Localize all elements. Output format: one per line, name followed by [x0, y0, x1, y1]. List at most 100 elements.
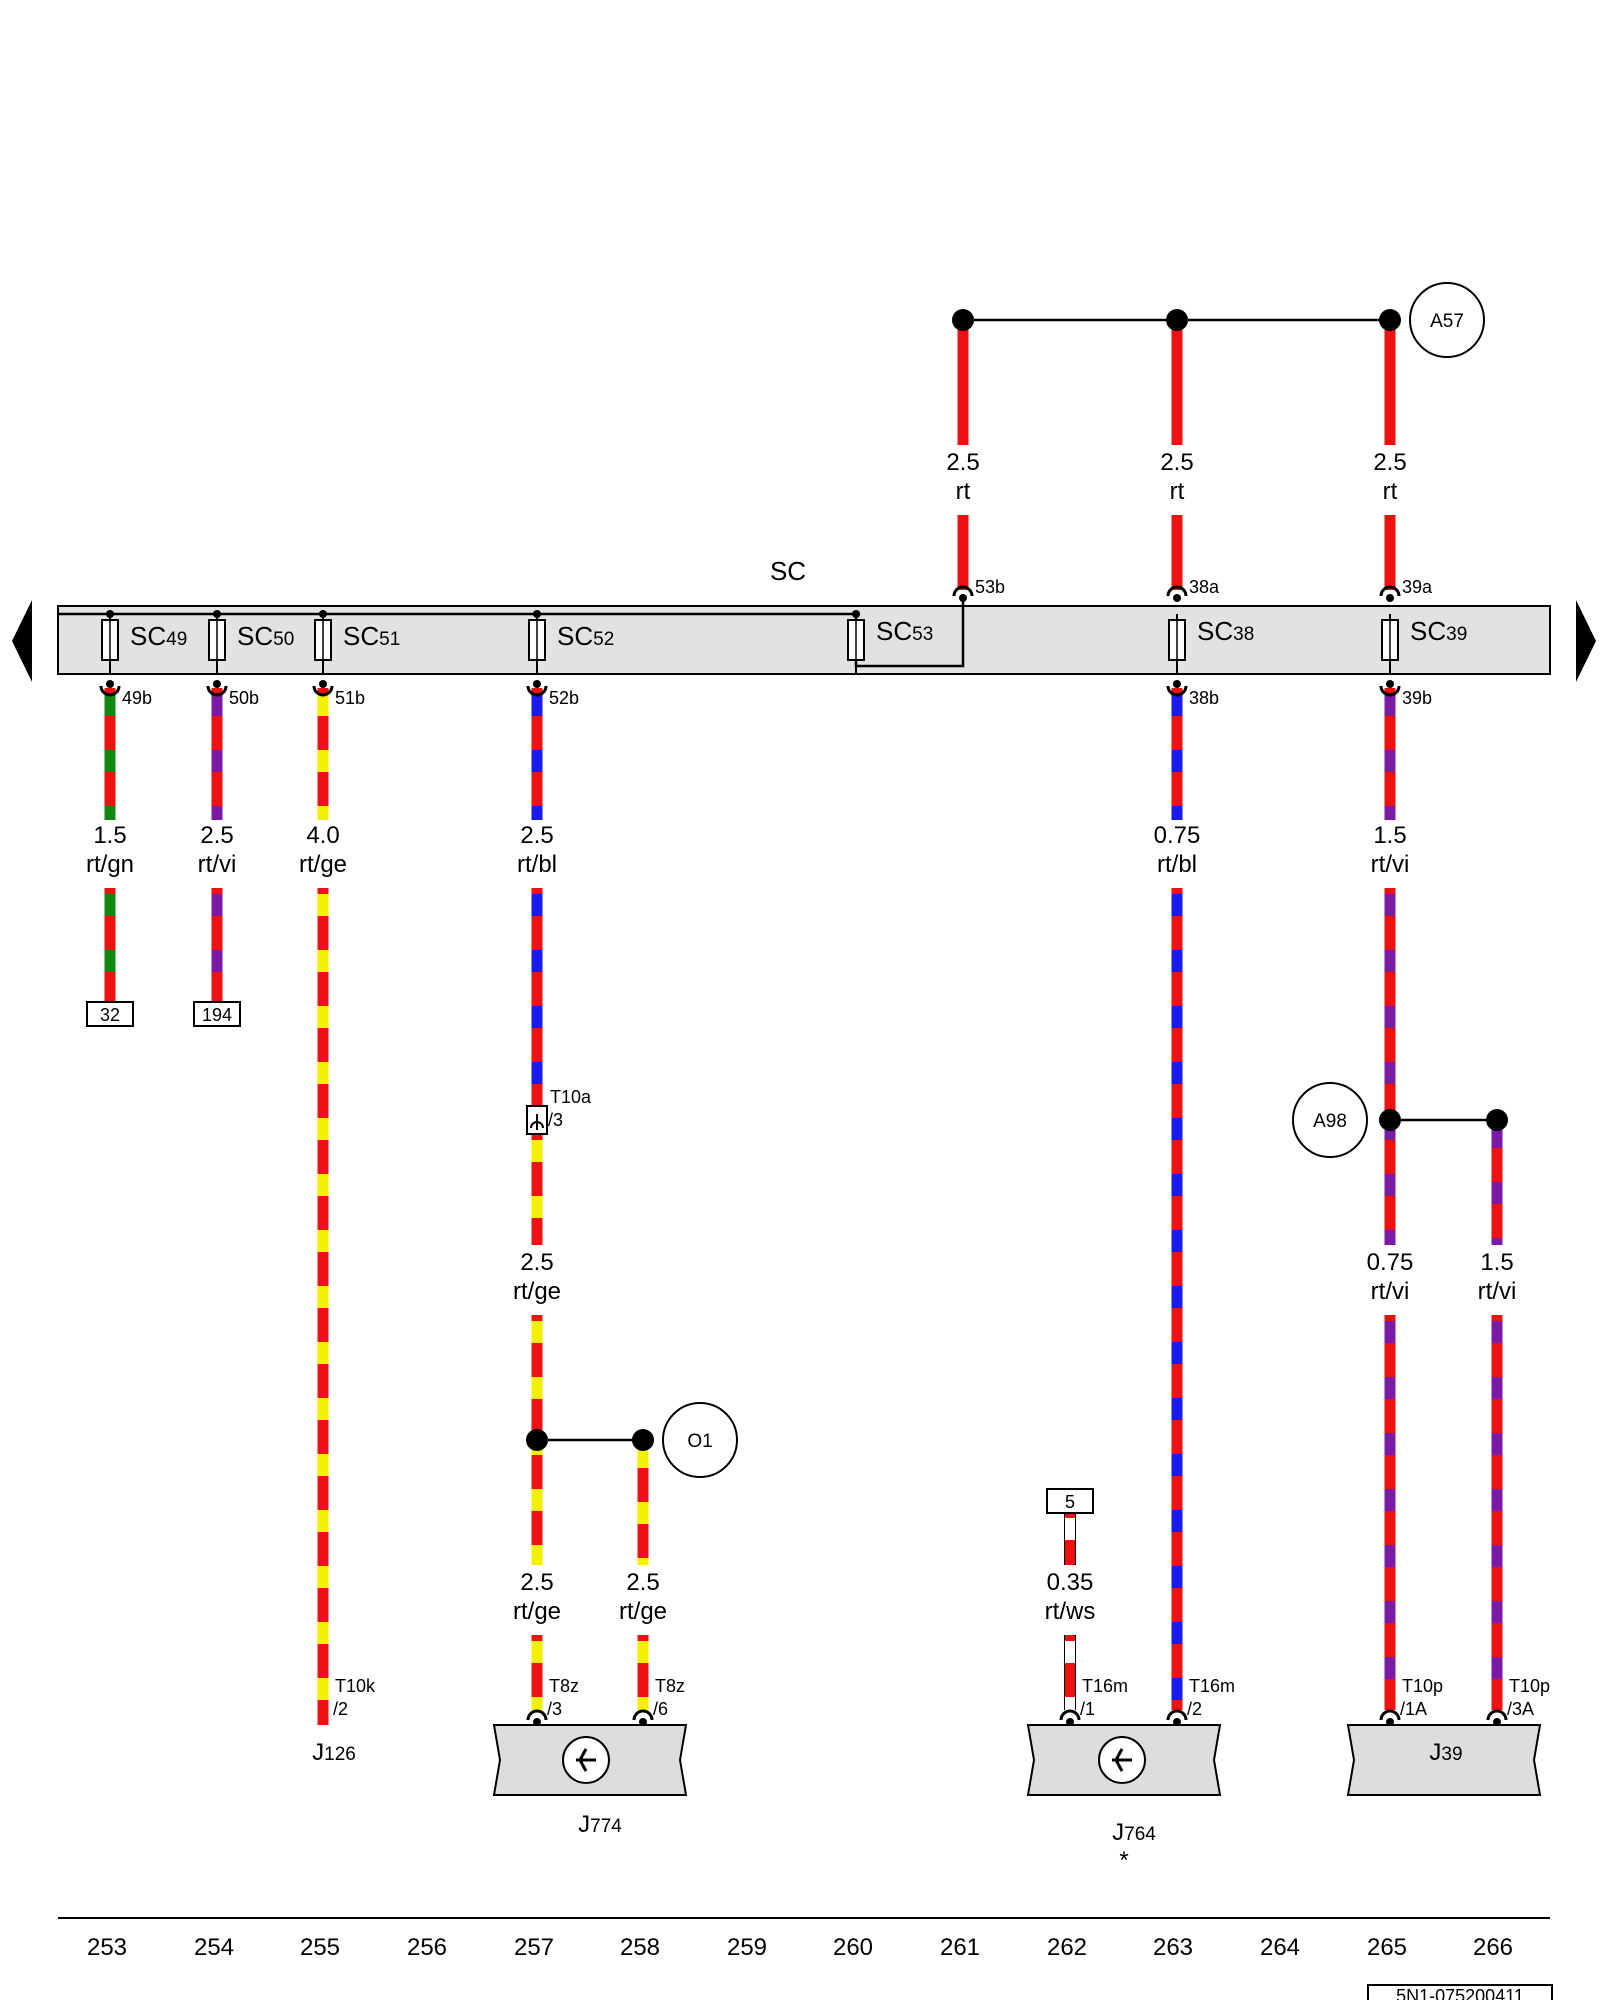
splice-o1-label: O1	[687, 1431, 712, 1452]
fuse-label-sc50: SC50	[237, 621, 294, 651]
label-w38-color: rt/bl	[1157, 851, 1197, 878]
label-w38top-color: rt	[1170, 478, 1185, 505]
conn-t10p-1a-pin: /1A	[1400, 1699, 1427, 1719]
terminal-51b-arc	[312, 685, 334, 697]
component-terminal-5-arc	[1486, 1709, 1508, 1721]
terminal-38a-pin	[1173, 594, 1181, 602]
fuse-label-sc51: SC51	[343, 621, 400, 651]
conn-t10k-pin: /2	[333, 1699, 348, 1719]
terminal-label-49b: 49b	[122, 688, 152, 708]
component-j764-ground-icon-v	[1114, 1748, 1124, 1772]
terminal-39a-arc	[1379, 585, 1401, 597]
label-w53top-size: 2.5	[946, 449, 979, 476]
terminal-39b-arc	[1379, 685, 1401, 697]
column-number-264: 264	[1260, 1934, 1300, 1961]
terminal-53b-arc	[952, 585, 974, 597]
fuse-label-sc38: SC38	[1197, 616, 1254, 646]
label-w50-color: rt/vi	[198, 851, 237, 878]
overlay	[86, 282, 1553, 2000]
doc-number-box	[1367, 1984, 1553, 2000]
label-w39-color: rt/vi	[1371, 851, 1410, 878]
label-w257-color: rt/ge	[513, 1598, 561, 1625]
bus-tap-53	[852, 610, 860, 618]
label-w51-size: 4.0	[306, 822, 339, 849]
conn-t10k-name: T10k	[335, 1676, 376, 1696]
ref-32-box	[86, 1001, 134, 1027]
splice-dot-a98-2	[1486, 1109, 1508, 1131]
column-number-266: 266	[1473, 1934, 1513, 1961]
conn-t10a-pin: /3	[548, 1110, 563, 1130]
column-number-258: 258	[620, 1934, 660, 1961]
terminal-label-52b: 52b	[549, 688, 579, 708]
rail-label: SC	[770, 556, 806, 586]
conn-t16m-1-name: T16m	[1082, 1676, 1128, 1696]
bus-tap-3	[533, 610, 541, 618]
terminal-label-39a: 39a	[1402, 577, 1433, 597]
splice-a57-label: A57	[1430, 311, 1464, 332]
column-number-256: 256	[407, 1934, 447, 1961]
label-w258-color: rt/ge	[619, 1598, 667, 1625]
conn-t16m-2-name: T16m	[1189, 1676, 1235, 1696]
terminal-53b-pin	[959, 594, 967, 602]
terminal-52b-arc	[526, 685, 548, 697]
column-number-262: 262	[1047, 1934, 1087, 1961]
terminal-39b-pin	[1386, 680, 1394, 688]
label-w51-color: rt/ge	[299, 851, 347, 878]
label-w49-color: rt/gn	[86, 851, 134, 878]
page-next-arrow-icon[interactable]	[1576, 600, 1596, 682]
wires	[104, 320, 1503, 1725]
terminal-label-39b: 39b	[1402, 688, 1432, 708]
component-j774-ground-icon-v	[578, 1748, 588, 1772]
component-terminal-2-arc	[1059, 1709, 1081, 1721]
label-w38top-size: 2.5	[1160, 449, 1193, 476]
terminal-label-51b: 51b	[335, 688, 365, 708]
ref-194-box	[193, 1001, 241, 1027]
label-w39-size: 1.5	[1373, 822, 1406, 849]
conn-t10p-1a-name: T10p	[1402, 1676, 1443, 1696]
label-w258-size: 2.5	[626, 1569, 659, 1596]
column-number-253: 253	[87, 1934, 127, 1961]
component-j774-label: J774	[578, 1811, 622, 1838]
conn-t8z-3-pin: /3	[547, 1699, 562, 1719]
label-w39top-size: 2.5	[1373, 449, 1406, 476]
column-number-255: 255	[300, 1934, 340, 1961]
label-w52a-size: 2.5	[520, 822, 553, 849]
bus-tap-1	[213, 610, 221, 618]
label-w53top-color: rt	[956, 478, 971, 505]
label-w50-size: 2.5	[200, 822, 233, 849]
component-terminal-0-arc	[526, 1709, 548, 1721]
terminal-50b-pin	[213, 680, 221, 688]
fuse-label-sc49: SC49	[130, 621, 187, 651]
component-terminal-3-arc	[1166, 1709, 1188, 1721]
conn-t10p-3a-name: T10p	[1509, 1676, 1550, 1696]
column-number-260: 260	[833, 1934, 873, 1961]
label-w39top-color: rt	[1383, 478, 1398, 505]
component-j764-label: J764	[1112, 1819, 1156, 1846]
component-j39-label: J39	[1429, 1739, 1462, 1766]
page-prev-arrow-icon[interactable]	[12, 600, 32, 682]
label-w52a-color: rt/bl	[517, 851, 557, 878]
terminal-label-50b: 50b	[229, 688, 259, 708]
column-number-259: 259	[727, 1934, 767, 1961]
label-w262-size: 0.35	[1047, 1569, 1094, 1596]
terminal-38a-arc	[1166, 585, 1188, 597]
label-w52b-size: 2.5	[520, 1249, 553, 1276]
conn-t16m-2-pin: /2	[1187, 1699, 1202, 1719]
terminal-38b-pin	[1173, 680, 1181, 688]
fuse-label-sc39: SC39	[1410, 616, 1467, 646]
diagram-structure	[12, 318, 1596, 1919]
conn-t10p-3a-pin: /3A	[1507, 1699, 1534, 1719]
splice-o1-circle	[662, 1402, 738, 1478]
splice-dot-o1-1	[526, 1429, 548, 1451]
terminal-39a-pin	[1386, 594, 1394, 602]
terminal-label-38a: 38a	[1189, 577, 1220, 597]
bus-tap-0	[106, 610, 114, 618]
label-w49-size: 1.5	[93, 822, 126, 849]
splice-a98-label: A98	[1313, 1111, 1347, 1132]
label-w39b-size: 1.5	[1480, 1249, 1513, 1276]
ref-5-label: 5	[1065, 1492, 1075, 1512]
terminal-50b-arc	[206, 685, 228, 697]
fuse-rail	[57, 605, 1551, 675]
component-j39-body	[1346, 1724, 1542, 1796]
